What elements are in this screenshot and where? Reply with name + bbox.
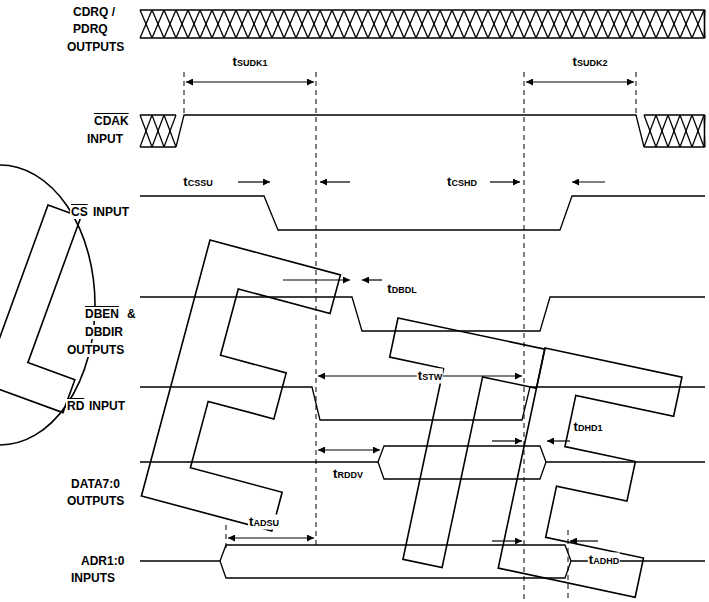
signal-name: ADR1:0 bbox=[80, 554, 125, 568]
signal-name: OUTPUTS bbox=[66, 343, 125, 357]
bus-waveform bbox=[378, 462, 546, 479]
watermark-letter bbox=[349, 318, 545, 579]
timing-arrow bbox=[547, 440, 570, 441]
timing-arrow bbox=[228, 537, 314, 538]
signal-name: INPUT bbox=[88, 399, 126, 413]
timing-label: tDBDL bbox=[386, 282, 417, 297]
timing-arrow bbox=[490, 181, 520, 182]
signal-name: INPUT bbox=[92, 205, 130, 219]
signal-waveform bbox=[140, 196, 705, 230]
signal-name: CDAK bbox=[93, 114, 130, 128]
signal-name: DATA7:0 bbox=[70, 477, 121, 491]
reference-line bbox=[524, 72, 525, 600]
timing-label: tCSHD bbox=[446, 175, 478, 190]
timing-label: tCSSU bbox=[182, 175, 213, 190]
signal-name: & bbox=[126, 307, 137, 321]
timing-label: tADHD bbox=[588, 553, 620, 568]
signal-waveform bbox=[140, 297, 705, 331]
hatched-signal bbox=[140, 10, 705, 38]
bus-waveform bbox=[140, 446, 705, 462]
signal-name: INPUTS bbox=[70, 571, 116, 585]
signal-name: INPUT bbox=[86, 132, 124, 146]
reference-line bbox=[226, 525, 227, 548]
timing-arrow bbox=[320, 181, 350, 182]
signal-name: CDRQ / bbox=[72, 5, 116, 19]
timing-arrow bbox=[570, 540, 598, 541]
reference-line bbox=[568, 530, 569, 600]
timing-arrow bbox=[283, 279, 350, 280]
timing-label: tADSU bbox=[248, 515, 280, 530]
timing-arrow bbox=[362, 279, 382, 280]
reference-line bbox=[316, 72, 317, 545]
timing-arrow bbox=[572, 181, 605, 182]
signal-name: DBEN bbox=[84, 307, 120, 321]
signal-waveform bbox=[140, 387, 705, 420]
timing-arrow bbox=[238, 181, 270, 182]
timing-label: tRDDV bbox=[332, 467, 364, 482]
timing-label: tSUDK2 bbox=[572, 55, 609, 70]
timing-arrow bbox=[492, 540, 522, 541]
bus-waveform bbox=[140, 545, 705, 561]
watermark-letter bbox=[0, 205, 128, 413]
hatched-signal bbox=[140, 115, 176, 147]
timing-label: tSTW bbox=[417, 369, 443, 384]
bus-waveform bbox=[220, 561, 571, 578]
timing-arrow bbox=[526, 81, 634, 82]
timing-arrow bbox=[318, 449, 380, 450]
reference-line bbox=[184, 72, 185, 113]
signal-name: OUTPUTS bbox=[66, 40, 125, 54]
signal-waveform bbox=[176, 115, 644, 147]
signal-name: PDRQ bbox=[72, 22, 109, 36]
timing-arrow bbox=[186, 81, 314, 82]
reference-line bbox=[636, 72, 637, 113]
signal-name: DBDIR bbox=[84, 325, 124, 339]
watermark-letter bbox=[498, 348, 682, 597]
watermark-letter bbox=[141, 240, 340, 531]
timing-label: tSUDK1 bbox=[232, 55, 269, 70]
signal-name: RD bbox=[66, 399, 85, 413]
timing-label: tDHD1 bbox=[573, 420, 604, 435]
signal-name: OUTPUTS bbox=[66, 494, 125, 508]
signal-name: CS bbox=[70, 205, 89, 219]
hatched-signal bbox=[644, 115, 705, 147]
timing-arrow bbox=[492, 440, 522, 441]
